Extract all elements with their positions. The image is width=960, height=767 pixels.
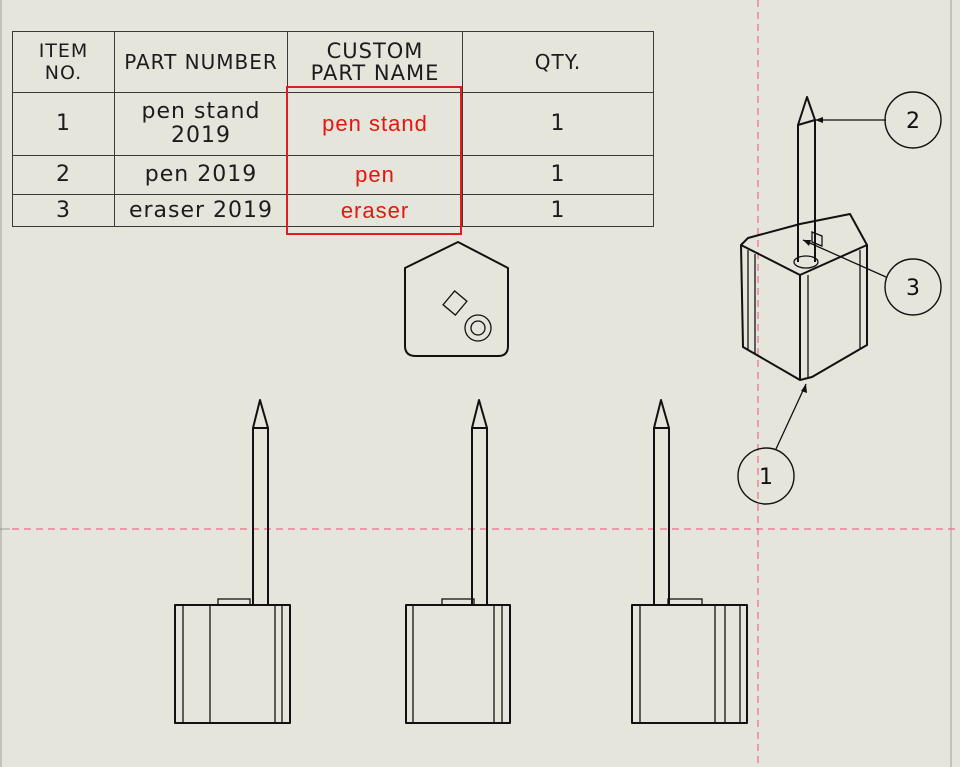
cell-qty: 1 [462,92,654,156]
bom-header-row: ITEM NO. PART NUMBER CUSTOM PART NAME QT… [12,31,654,93]
header-item-no-line2: NO. [44,62,83,84]
balloon-2-label: 2 [906,109,920,134]
cell-part-number: pen 2019 [114,155,288,195]
header-qty-text: QTY. [534,50,582,74]
header-part-number[interactable]: PART NUMBER [114,31,288,93]
cell-qty: 1 [462,194,654,227]
header-custom-part-name[interactable]: CUSTOM PART NAME [287,31,463,93]
isometric-view[interactable] [740,96,868,381]
header-item-no-line1: ITEM [38,40,89,62]
header-item-no[interactable]: ITEM NO. [12,31,115,93]
cell-part-number-line1: pen stand [141,99,261,124]
balloon-3[interactable]: 3 [802,239,942,316]
custom-name-text: eraser [340,197,410,223]
balloon-3-label: 3 [906,276,920,301]
header-custom-line1: CUSTOM [326,39,424,63]
balloon-1-label: 1 [759,465,773,490]
cell-custom-name: pen stand [287,92,463,156]
custom-name-text: pen stand [322,111,428,136]
cell-item-no: 1 [12,92,115,156]
cell-custom-name: pen [287,155,463,195]
cell-item-no: 3 [12,194,115,227]
front-view-3[interactable] [631,399,748,724]
header-qty[interactable]: QTY. [462,31,654,93]
cell-part-number: pen stand 2019 [114,92,288,156]
front-view-2[interactable] [405,399,511,724]
cell-custom-name: eraser [287,194,463,227]
top-view[interactable] [404,241,509,357]
table-row[interactable]: 3 eraser 2019 eraser 1 [12,194,654,227]
cell-qty: 1 [462,155,654,195]
front-view-1[interactable] [174,399,291,724]
cell-part-number: eraser 2019 [114,194,288,227]
balloon-2[interactable]: 2 [815,91,942,149]
table-row[interactable]: 2 pen 2019 pen 1 [12,155,654,195]
custom-name-text: pen [355,162,395,187]
bill-of-materials-table[interactable]: ITEM NO. PART NUMBER CUSTOM PART NAME QT… [12,31,654,227]
table-row[interactable]: 1 pen stand 2019 pen stand 1 [12,92,654,156]
header-custom-line2: PART NAME [310,61,440,85]
header-part-number-text: PART NUMBER [124,50,278,74]
balloon-1[interactable]: 1 [737,383,807,505]
cell-item-no: 2 [12,155,115,195]
cell-part-number-line2: 2019 [171,123,231,148]
